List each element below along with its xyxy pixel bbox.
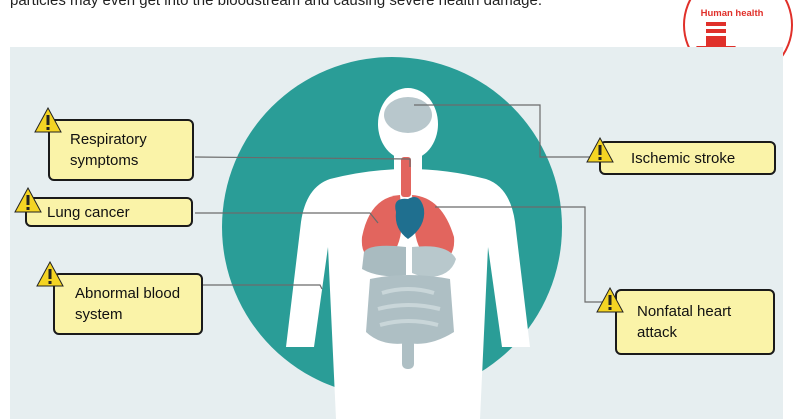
label-ischemic-stroke: Ischemic stroke (599, 141, 776, 175)
warning-icon (14, 187, 42, 213)
lung-cancer-text: Lung cancer (47, 202, 130, 223)
liver (362, 246, 406, 276)
human-health-label: Human health (692, 8, 772, 19)
body-silhouette (286, 88, 530, 419)
warning-icon (586, 137, 614, 163)
human-body-illustration (10, 47, 783, 419)
respiratory-text: Respiratory symptoms (70, 129, 170, 171)
ischemic-stroke-text: Ischemic stroke (631, 148, 735, 169)
label-nonfatal-heart-attack: Nonfatal heart attack (615, 289, 775, 355)
infographic-panel: Respiratory symptoms Lung cancer Abnorma… (10, 47, 783, 419)
heart-attack-text: Nonfatal heart attack (637, 301, 757, 343)
abnormal-blood-text: Abnormal blood system (75, 283, 187, 325)
intro-text: particles may even get into the bloodstr… (10, 0, 700, 11)
brain (384, 97, 432, 133)
warning-icon (34, 107, 62, 133)
warning-icon (36, 261, 64, 287)
label-abnormal-blood-system: Abnormal blood system (53, 273, 203, 335)
label-respiratory-symptoms: Respiratory symptoms (48, 119, 194, 181)
warning-icon (596, 287, 624, 313)
label-lung-cancer: Lung cancer (25, 197, 193, 227)
